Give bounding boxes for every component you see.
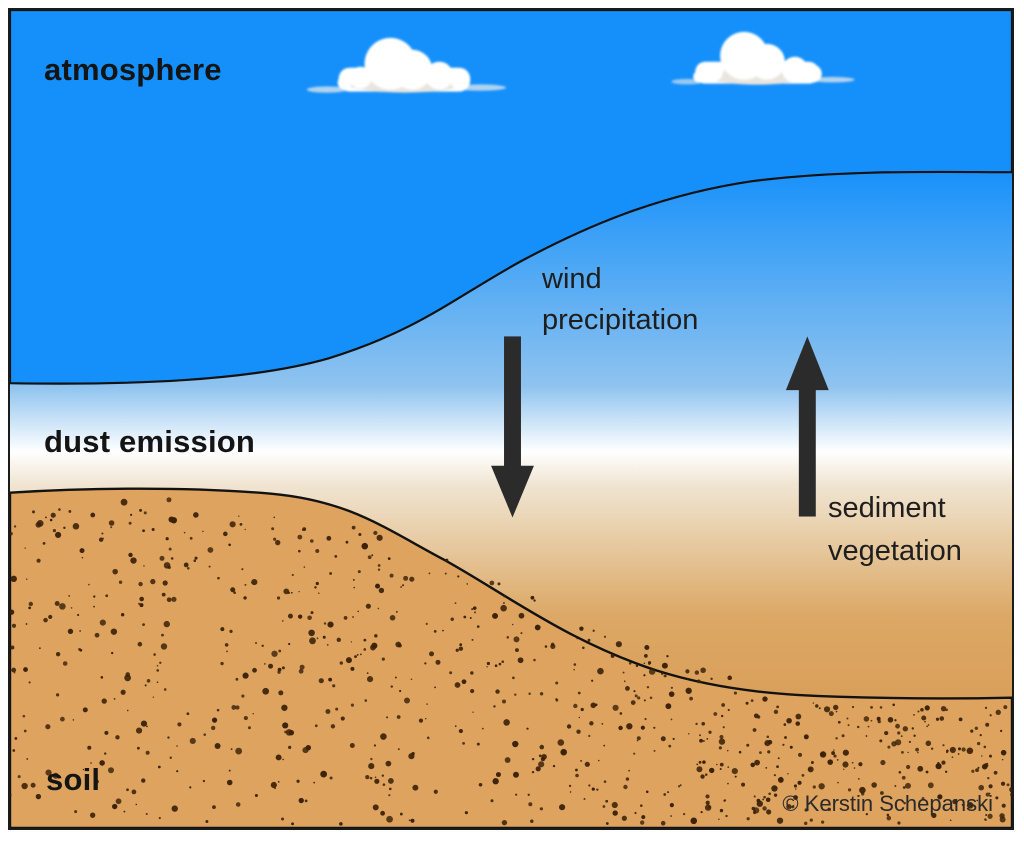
precipitation-label: precipitation <box>542 304 699 336</box>
soil-texture-dots <box>10 497 1012 826</box>
soil-region <box>10 487 1012 828</box>
wind-label: wind <box>542 263 602 295</box>
atmosphere-label: atmosphere <box>44 52 222 87</box>
up-arrow-icon <box>785 336 829 517</box>
upward-flux-labels: sediment vegetation <box>828 487 962 573</box>
diagram-scene <box>10 10 1012 828</box>
sediment-label: sediment <box>828 492 946 524</box>
dust-cycle-diagram: atmosphere dust emission soil wind preci… <box>8 8 1014 830</box>
dust-emission-label: dust emission <box>44 424 256 459</box>
cloud-icon <box>671 31 855 85</box>
down-arrow-icon <box>491 336 534 518</box>
credit-text: © Kerstin Schepanski <box>782 791 993 816</box>
soil-label: soil <box>46 762 101 797</box>
cloud-icon <box>306 37 507 93</box>
atmosphere-region <box>10 10 1012 385</box>
vegetation-label: vegetation <box>828 535 962 567</box>
downward-flux-labels: wind precipitation <box>542 259 698 341</box>
